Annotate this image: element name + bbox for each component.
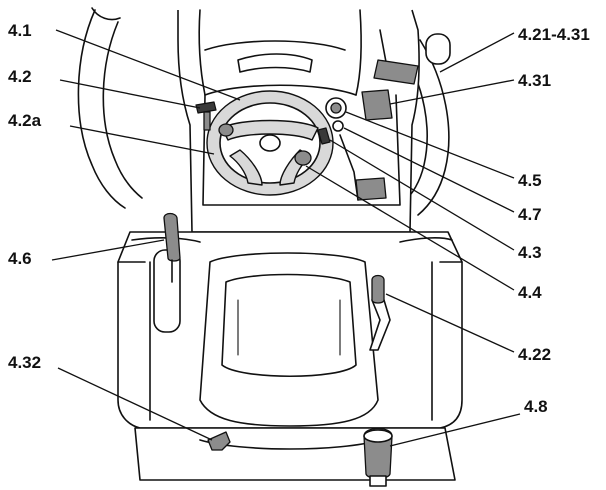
pedal-4-31 bbox=[361, 89, 393, 121]
left-lever bbox=[153, 212, 181, 333]
right-dash-controls bbox=[317, 97, 347, 145]
callout-4-4: 4.4 bbox=[518, 283, 542, 302]
callout-4-22: 4.22 bbox=[518, 345, 551, 364]
cruise-knob bbox=[294, 150, 312, 166]
pedal-4-21 bbox=[373, 59, 419, 85]
rear-lever bbox=[363, 427, 393, 487]
leader-4-5 bbox=[345, 111, 515, 179]
control-4-5-center bbox=[330, 102, 342, 114]
rear-section bbox=[134, 427, 456, 481]
left-wheel-arc-inner bbox=[102, 21, 143, 199]
pedal-lower bbox=[355, 177, 387, 201]
pedal-4-21-cap bbox=[425, 33, 451, 65]
right-lever-handle bbox=[371, 274, 385, 304]
callout-4-31: 4.31 bbox=[518, 71, 551, 90]
rear-lever-cap bbox=[363, 429, 393, 443]
control-4-3-switch bbox=[317, 127, 331, 145]
leader-4-31 bbox=[389, 79, 515, 105]
leader-4-22 bbox=[385, 293, 515, 353]
leader-4-32 bbox=[57, 367, 213, 441]
callout-4-5: 4.5 bbox=[518, 171, 542, 190]
steering-hub bbox=[259, 134, 281, 152]
right-lever bbox=[369, 274, 391, 351]
right-pedals bbox=[339, 29, 451, 201]
callout-4-21-4-31: 4.21-4.31 bbox=[518, 25, 590, 44]
right-wheel-arc-outer bbox=[417, 39, 450, 216]
dash-panel bbox=[202, 94, 401, 206]
leader-4-8 bbox=[389, 413, 521, 447]
left-lever-handle bbox=[163, 212, 181, 262]
leader-4-4 bbox=[305, 165, 515, 291]
callout-4-8: 4.8 bbox=[524, 397, 548, 416]
callout-4-2: 4.2 bbox=[8, 67, 32, 86]
left-wheel-top bbox=[91, 7, 121, 21]
leader-4-3 bbox=[329, 139, 515, 251]
leader-4-1 bbox=[55, 29, 241, 101]
ignition-key bbox=[218, 123, 234, 137]
leader-4-2a bbox=[69, 125, 215, 155]
hood-left-contour bbox=[198, 9, 206, 96]
dash-edge bbox=[204, 84, 357, 96]
leader-4-2 bbox=[59, 79, 201, 109]
control-4-7-knob bbox=[332, 120, 344, 132]
cruise-knob-body bbox=[294, 150, 312, 166]
leader-lines bbox=[51, 29, 521, 447]
seat-cushion bbox=[221, 273, 357, 377]
ignition-switch bbox=[218, 123, 234, 137]
rear-lever-base bbox=[369, 475, 387, 487]
throttle-handle bbox=[195, 101, 217, 114]
pedal-arm-upper bbox=[379, 29, 387, 63]
fender-right-ridge bbox=[399, 237, 453, 243]
left-wheel-arc-outer bbox=[77, 9, 126, 209]
rear-small-lever bbox=[207, 431, 231, 451]
hood-vent bbox=[237, 53, 313, 73]
throttle-lever bbox=[195, 101, 217, 131]
left-lever-slot bbox=[153, 249, 181, 333]
hood-cowl bbox=[204, 40, 346, 51]
throttle-stem bbox=[203, 111, 211, 131]
leader-4-7 bbox=[343, 127, 515, 213]
rear-small-lever-body bbox=[207, 431, 231, 451]
leader-4-21-4-31 bbox=[439, 32, 515, 73]
steering-spoke-top bbox=[221, 119, 319, 141]
seat bbox=[199, 252, 379, 427]
steering-wheel bbox=[206, 90, 334, 196]
hood-right-contour bbox=[355, 9, 362, 96]
callout-4-1: 4.1 bbox=[8, 21, 32, 40]
callout-4-7: 4.7 bbox=[518, 205, 542, 224]
leader-4-6 bbox=[51, 239, 165, 261]
callout-labels: 4.1 4.2 4.2a 4.6 4.32 4.21-4.31 4.31 4.5… bbox=[8, 21, 590, 416]
callout-4-32: 4.32 bbox=[8, 353, 41, 372]
callout-4-3: 4.3 bbox=[518, 243, 542, 262]
steering-spoke-left bbox=[229, 149, 263, 186]
callout-4-2a: 4.2a bbox=[8, 111, 42, 130]
callout-4-6: 4.6 bbox=[8, 249, 32, 268]
